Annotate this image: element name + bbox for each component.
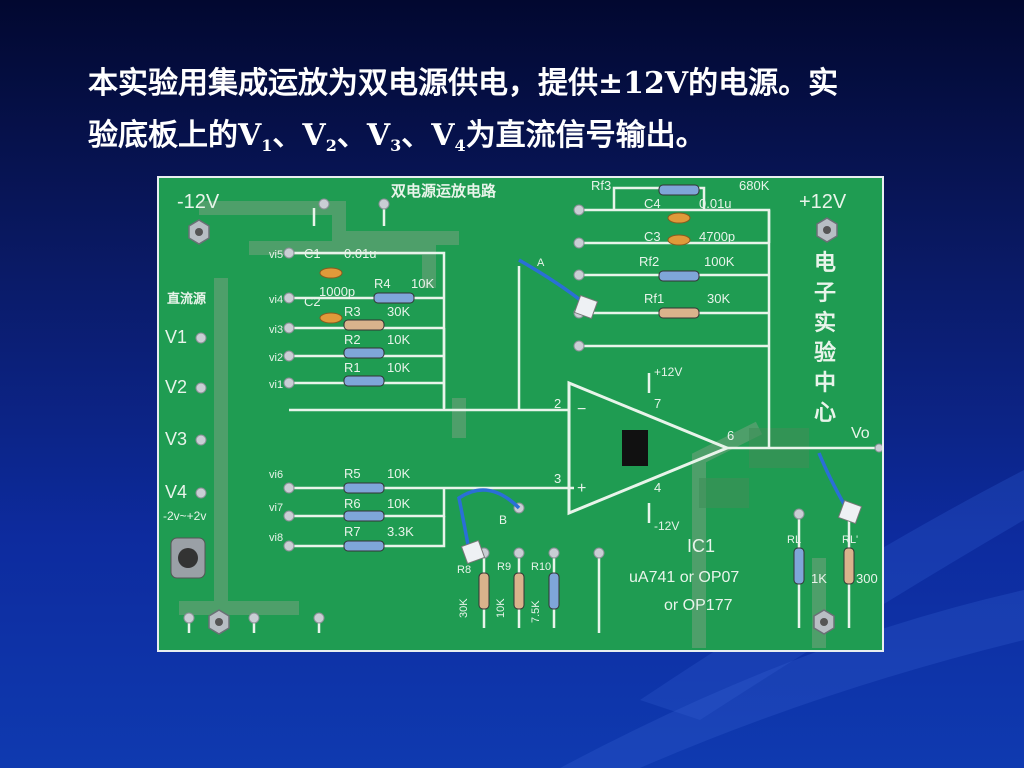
opamp-pin2: 2: [554, 396, 561, 411]
input-vi7: vi7: [269, 502, 283, 514]
value-r10: 7.5K: [530, 600, 542, 623]
opamp-symbol: [567, 380, 731, 516]
opamp-vplus: +12V: [654, 365, 682, 379]
label-rf1: Rf1: [644, 291, 664, 306]
node-b-label: B: [499, 513, 507, 527]
side-title-char: 中: [814, 370, 836, 395]
label-r7: R7: [344, 524, 361, 539]
value-rf2: 100K: [704, 254, 735, 269]
v1-label: V1: [238, 118, 273, 155]
input-vi3: vi3: [269, 324, 283, 336]
label-r1: R1: [344, 360, 361, 375]
value-rf1: 30K: [707, 291, 730, 306]
opamp-chip: [622, 430, 648, 466]
value-c3: 4700p: [699, 229, 735, 244]
source-v3: V3: [165, 429, 187, 449]
caption-line-1: 本实验用集成运放为双电源供电，提供±12V的电源。实: [88, 66, 839, 101]
side-title-char: 子: [814, 280, 836, 305]
range-label: -2v~+2v: [163, 509, 206, 523]
opamp-pin6: 6: [727, 428, 734, 443]
source-v2: V2: [165, 377, 187, 397]
caption-suffix: 为直流信号输出。: [465, 118, 706, 153]
opamp-plus: +: [577, 480, 586, 497]
label-c3: C3: [644, 229, 661, 244]
side-title-char: 验: [814, 340, 836, 365]
value-rf3: 680K: [739, 178, 770, 193]
label-r9: R9: [497, 561, 511, 573]
circuit-board-drawing: 双电源运放电路 -12V +12V 直流源 V1 V2 V3 V4 -2v~+2…: [163, 178, 882, 648]
dc-source-label: 直流源: [167, 291, 206, 306]
value-r2: 10K: [387, 332, 410, 347]
value-r6: 10K: [387, 496, 410, 511]
input-vi1: vi1: [269, 379, 283, 391]
caption-line-2: 验底板上的V1、V2、V3、V4为直流信号输出。: [88, 110, 948, 172]
value-c2: 1000p: [319, 284, 355, 299]
side-title-char: 电: [814, 250, 836, 275]
value-rl2: 300: [856, 571, 878, 586]
opamp-minus: −: [577, 401, 586, 418]
input-vi4: vi4: [269, 294, 283, 306]
label-r4: R4: [374, 276, 391, 291]
input-vi5: vi5: [269, 249, 283, 261]
value-c1: 0.01u: [344, 246, 377, 261]
value-r4: 10K: [411, 276, 434, 291]
opamp-vminus: -12V: [654, 519, 679, 533]
jumper-wire-a[interactable]: [518, 258, 586, 305]
label-c1: C1: [304, 246, 321, 261]
output-vo-label: Vo: [851, 425, 870, 442]
separator: 、: [272, 118, 303, 153]
ic-part-2: or OP177: [664, 597, 733, 614]
opamp-pin4: 4: [654, 480, 661, 495]
label-r10: R10: [531, 561, 551, 573]
pos-supply-label: +12V: [799, 191, 847, 213]
opamp-pin7: 7: [654, 396, 661, 411]
value-r7: 3.3K: [387, 524, 414, 539]
label-r3: R3: [344, 304, 361, 319]
input-vi6: vi6: [269, 469, 283, 481]
label-rf3: Rf3: [591, 178, 611, 193]
label-r5: R5: [344, 466, 361, 481]
side-title-char: 实: [814, 310, 836, 335]
caption-text: 本实验用集成运放为双电源供电，提供±12V的电源。实 验底板上的V1、V2、V3…: [88, 58, 948, 172]
circuit-board-photo: 双电源运放电路 -12V +12V 直流源 V1 V2 V3 V4 -2v~+2…: [157, 176, 884, 652]
source-v1: V1: [165, 327, 187, 347]
ic-part-1: uA741 or OP07: [629, 569, 739, 586]
value-r3: 30K: [387, 304, 410, 319]
v4-label: V4: [431, 118, 466, 155]
separator: 、: [336, 118, 367, 153]
value-r9: 10K: [495, 598, 507, 618]
label-r2: R2: [344, 332, 361, 347]
neg-supply-label: -12V: [177, 191, 220, 213]
label-c4: C4: [644, 196, 661, 211]
v2-label: V2: [302, 118, 337, 155]
label-rl2: RL': [842, 534, 858, 546]
caption-prefix: 验底板上的: [88, 118, 238, 153]
value-rl: 1K: [811, 571, 827, 586]
label-c2: C2: [304, 294, 321, 309]
source-v4: V4: [165, 482, 187, 502]
value-r8: 30K: [458, 598, 470, 618]
ic-label: IC1: [687, 536, 715, 556]
side-title-char: 心: [814, 400, 836, 425]
label-rl: RL: [787, 534, 801, 546]
separator: 、: [401, 118, 432, 153]
value-r5: 10K: [387, 466, 410, 481]
input-vi8: vi8: [269, 532, 283, 544]
label-r8: R8: [457, 564, 471, 576]
v3-label: V3: [366, 118, 402, 155]
label-r6: R6: [344, 496, 361, 511]
jumper-wire-b[interactable]: [457, 488, 521, 551]
board-title: 双电源运放电路: [391, 182, 497, 200]
value-c4: 0.01u: [699, 196, 732, 211]
label-rf2: Rf2: [639, 254, 659, 269]
input-vi2: vi2: [269, 352, 283, 364]
opamp-pin3: 3: [554, 471, 561, 486]
value-r1: 10K: [387, 360, 410, 375]
node-a-label: A: [537, 257, 545, 269]
